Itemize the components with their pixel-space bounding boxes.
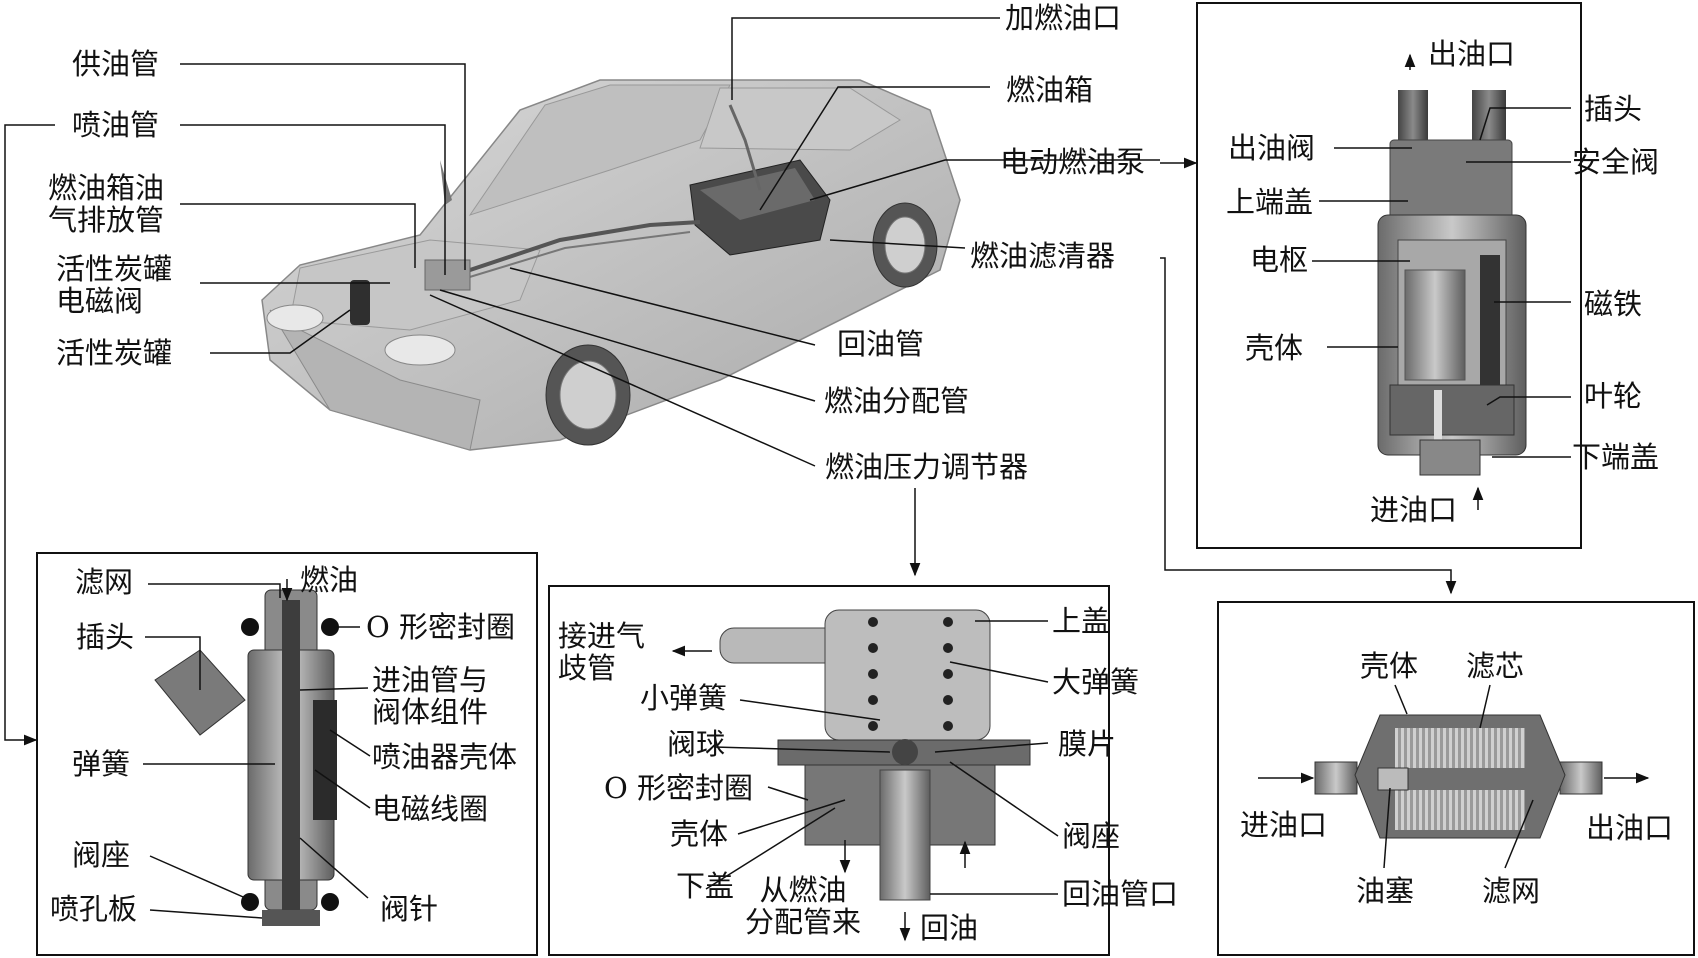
pump-leader-lines — [1312, 53, 1571, 510]
label-return-pipe: 回油管 — [837, 327, 925, 361]
label-filter-plug: 油塞 — [1356, 874, 1415, 908]
label-pump-plug: 插头 — [1584, 92, 1643, 126]
label-fuel-rail: 燃油分配管 — [824, 384, 970, 418]
label-filter-screen: 滤网 — [1482, 874, 1541, 908]
label-filter-inlet: 进油口 — [1240, 808, 1328, 842]
pump-illustration — [1377, 90, 1527, 476]
label-pump-lower-cap: 下端盖 — [1572, 440, 1660, 474]
regulator-illustration — [719, 609, 1031, 901]
label-pump-impeller: 叶轮 — [1584, 379, 1643, 413]
label-filter-outlet: 出油口 — [1586, 811, 1674, 845]
label-regulator-diaphragm: 膜片 — [1058, 727, 1117, 761]
label-injector-pipe: 喷油管 — [72, 108, 160, 142]
label-regulator-valve-seat: 阀座 — [1062, 819, 1121, 853]
filter-leader-lines — [1258, 684, 1650, 869]
label-injector-coil: 电磁线圈 — [372, 792, 489, 826]
filter-panel-frame — [1217, 601, 1695, 956]
injector-illustration — [154, 589, 339, 926]
label-injector-nozzle-plate: 喷孔板 — [50, 892, 138, 926]
label-injector-body: 喷油器壳体 — [372, 740, 518, 774]
label-regulator-intake: 接进气歧管 — [558, 619, 646, 685]
label-canister: 活性炭罐 — [56, 336, 173, 370]
label-injector-inlet-assembly: 进油管与阀体组件 — [372, 663, 489, 729]
label-regulator-ball: 阀球 — [667, 727, 726, 761]
label-filter-housing: 壳体 — [1360, 649, 1419, 683]
label-injector-o-ring: O 形密封圈 — [366, 610, 515, 644]
label-filter-element: 滤芯 — [1466, 649, 1525, 683]
label-injector-needle: 阀针 — [380, 892, 439, 926]
label-electric-fuel-pump: 电动燃油泵 — [1000, 145, 1146, 179]
label-fuel-filter: 燃油滤清器 — [970, 239, 1116, 273]
label-regulator-top-cover: 上盖 — [1052, 604, 1111, 638]
label-pump-magnet: 磁铁 — [1584, 287, 1643, 321]
injector-panel-frame — [36, 552, 538, 956]
label-regulator-return-port: 回油管口 — [1062, 877, 1179, 911]
label-regulator-big-spring: 大弹簧 — [1052, 665, 1140, 699]
filter-illustration — [1314, 714, 1603, 839]
label-injector-strainer: 滤网 — [75, 565, 134, 599]
label-injector-fuel: 燃油 — [300, 563, 359, 597]
label-pump-housing: 壳体 — [1245, 331, 1304, 365]
label-supply-pipe: 供油管 — [72, 47, 160, 81]
injector-leader-lines — [143, 579, 371, 919]
regulator-panel-frame — [548, 585, 1110, 956]
label-pump-inlet: 进油口 — [1370, 493, 1458, 527]
label-pump-upper-cap: 上端盖 — [1226, 185, 1314, 219]
label-injector-valve-seat: 阀座 — [72, 838, 131, 872]
label-filler-inlet: 加燃油口 — [1005, 1, 1122, 35]
car-illustration — [261, 79, 961, 451]
label-pump-armature: 电枢 — [1250, 243, 1309, 277]
label-regulator-o-ring: O 形密封圈 — [604, 771, 753, 805]
label-regulator-housing: 壳体 — [670, 817, 729, 851]
pump-panel-frame — [1196, 2, 1582, 549]
label-tank-vent-pipe: 燃油箱油气排放管 — [48, 171, 165, 237]
label-fuel-tank: 燃油箱 — [1006, 73, 1094, 107]
label-regulator-return: 回油 — [920, 911, 979, 945]
label-pressure-regulator: 燃油压力调节器 — [825, 450, 1029, 484]
label-pump-safety-valve: 安全阀 — [1572, 145, 1660, 179]
label-canister-valve: 活性炭罐电磁阀 — [56, 252, 173, 318]
label-regulator-small-spring: 小弹簧 — [640, 681, 728, 715]
label-injector-spring: 弹簧 — [72, 747, 131, 781]
car-leader-lines — [4, 17, 1457, 746]
label-pump-outlet-valve: 出油阀 — [1228, 131, 1316, 165]
label-injector-plug: 插头 — [76, 620, 135, 654]
label-regulator-bottom-cover: 下盖 — [676, 869, 735, 903]
label-pump-outlet: 出油口 — [1428, 37, 1516, 71]
label-regulator-from-rail: 从燃油分配管来 — [745, 873, 862, 939]
regulator-leader-lines — [671, 620, 1059, 942]
